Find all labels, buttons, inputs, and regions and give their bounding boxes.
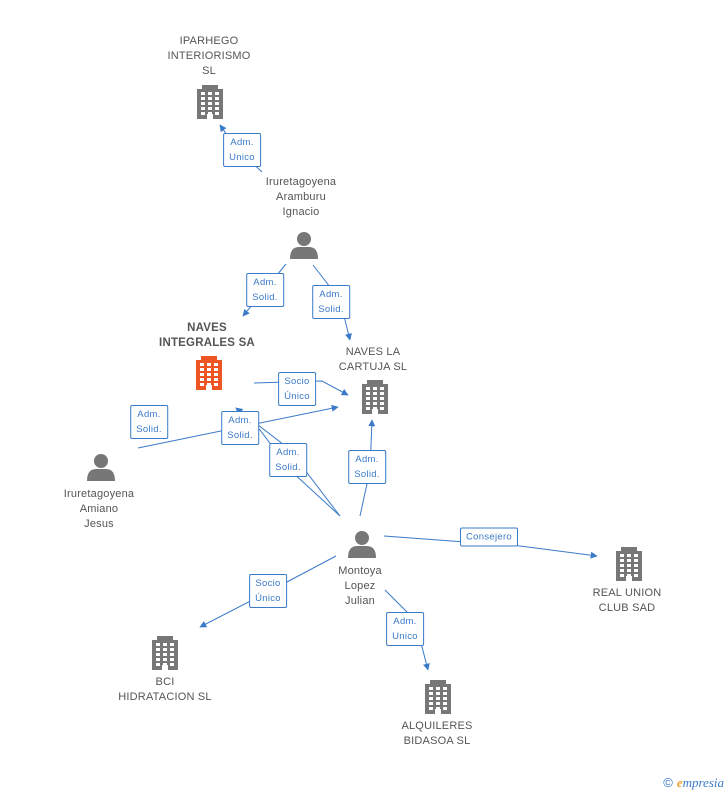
edge-label-adm-solid: Adm. Solid. [312,285,350,319]
edge-line-9 [383,535,598,559]
logo-text: mpresia [682,775,724,790]
node-label-real-union[interactable]: REAL UNION CLUB SAD [592,587,662,614]
edge-label-socio-unico: Socio Único [278,372,316,406]
building-icon[interactable] [197,85,223,119]
person-icon[interactable] [348,531,376,558]
building-icon[interactable] [425,680,451,714]
person-icon[interactable] [87,454,115,481]
node-label-iparhego[interactable]: IPARHEGO INTERIORISMO SL [167,35,251,77]
building-icon[interactable] [616,547,642,581]
empresia-logo[interactable]: ©empresia [663,775,724,791]
edge-label-consejero: Consejero [459,527,519,547]
edge-label-adm-solid: Adm. Solid. [130,405,168,439]
icons-layer [87,85,642,714]
edge-line-4 [253,380,349,396]
node-label-bci[interactable]: BCI HIDRATACION SL [118,676,212,703]
edge-label-adm-unico: Adm. Unico [223,133,261,167]
logo-initial: e [676,775,683,790]
node-label-iruretagoyena-amiano[interactable]: Iruretagoyena Amiano Jesus [63,488,135,530]
building-icon[interactable] [152,636,178,670]
edge-label-adm-solid: Adm. Solid. [246,273,284,307]
copyright-icon: © [663,775,673,790]
edge-label-adm-solid: Adm. Solid. [221,411,259,445]
node-label-alquileres[interactable]: ALQUILERES BIDASOA SL [401,720,473,747]
edge-label-adm-solid: Adm. Solid. [269,443,307,477]
person-icon[interactable] [290,232,318,259]
node-label-naves-la-cartuja[interactable]: NAVES LA CARTUJA SL [338,346,408,373]
edge-label-socio-unico: Socio Único [249,574,287,608]
building-icon[interactable] [362,380,388,414]
node-label-montoya[interactable]: Montoya Lopez Julian [338,565,382,607]
building-icon[interactable] [196,356,222,390]
edge-label-adm-unico: Adm. Unico [386,612,424,646]
node-label-iruretagoyena-aramburu[interactable]: Iruretagoyena Aramburu Ignacio [265,176,337,218]
node-label-naves-integrales[interactable]: NAVES INTEGRALES SA [159,322,255,349]
edge-label-adm-solid: Adm. Solid. [348,450,386,484]
